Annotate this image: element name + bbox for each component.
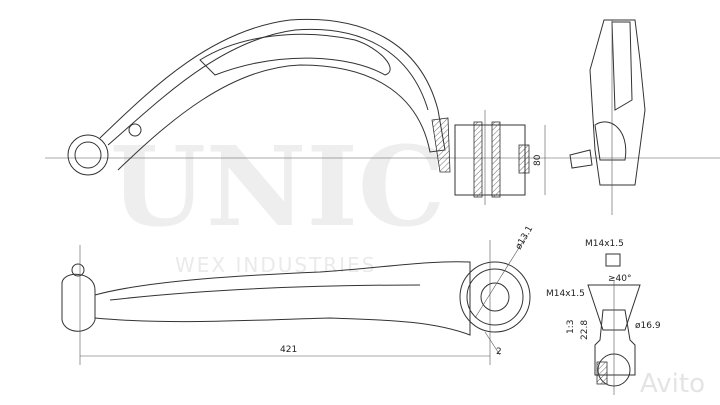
watermark: UNIC WEX INDUSTRIES [110, 122, 445, 277]
angle-label: ≥40° [608, 274, 632, 284]
top-view-arm: 80 [45, 18, 720, 205]
dimension-offset: 2 [496, 347, 502, 357]
watermark-marketplace: Avito [640, 369, 705, 399]
ball-diameter-label: ø16.9 [635, 321, 661, 331]
dimension-bushing-diameter: ø13.1 [514, 224, 535, 251]
dimension-length: 421 [280, 345, 297, 355]
ball-joint-detail: M14x1.5 ≥40° M14x1.5 1:3 22.8 ø16.9 [546, 239, 661, 395]
watermark-brand: UNIC [110, 122, 445, 251]
dimension-height-top: 80 [533, 154, 543, 166]
bottom-view-arm: 421 ø13.1 2 [61, 224, 535, 365]
thread-nut-label: M14x1.5 [585, 239, 624, 249]
stud-length-label: 22.8 [580, 320, 590, 340]
watermark-subtitle: WEX INDUSTRIES [175, 253, 376, 277]
side-view-knuckle [569, 19, 646, 215]
taper-label: 1:3 [566, 320, 576, 334]
thread-stud-label: M14x1.5 [546, 289, 585, 299]
